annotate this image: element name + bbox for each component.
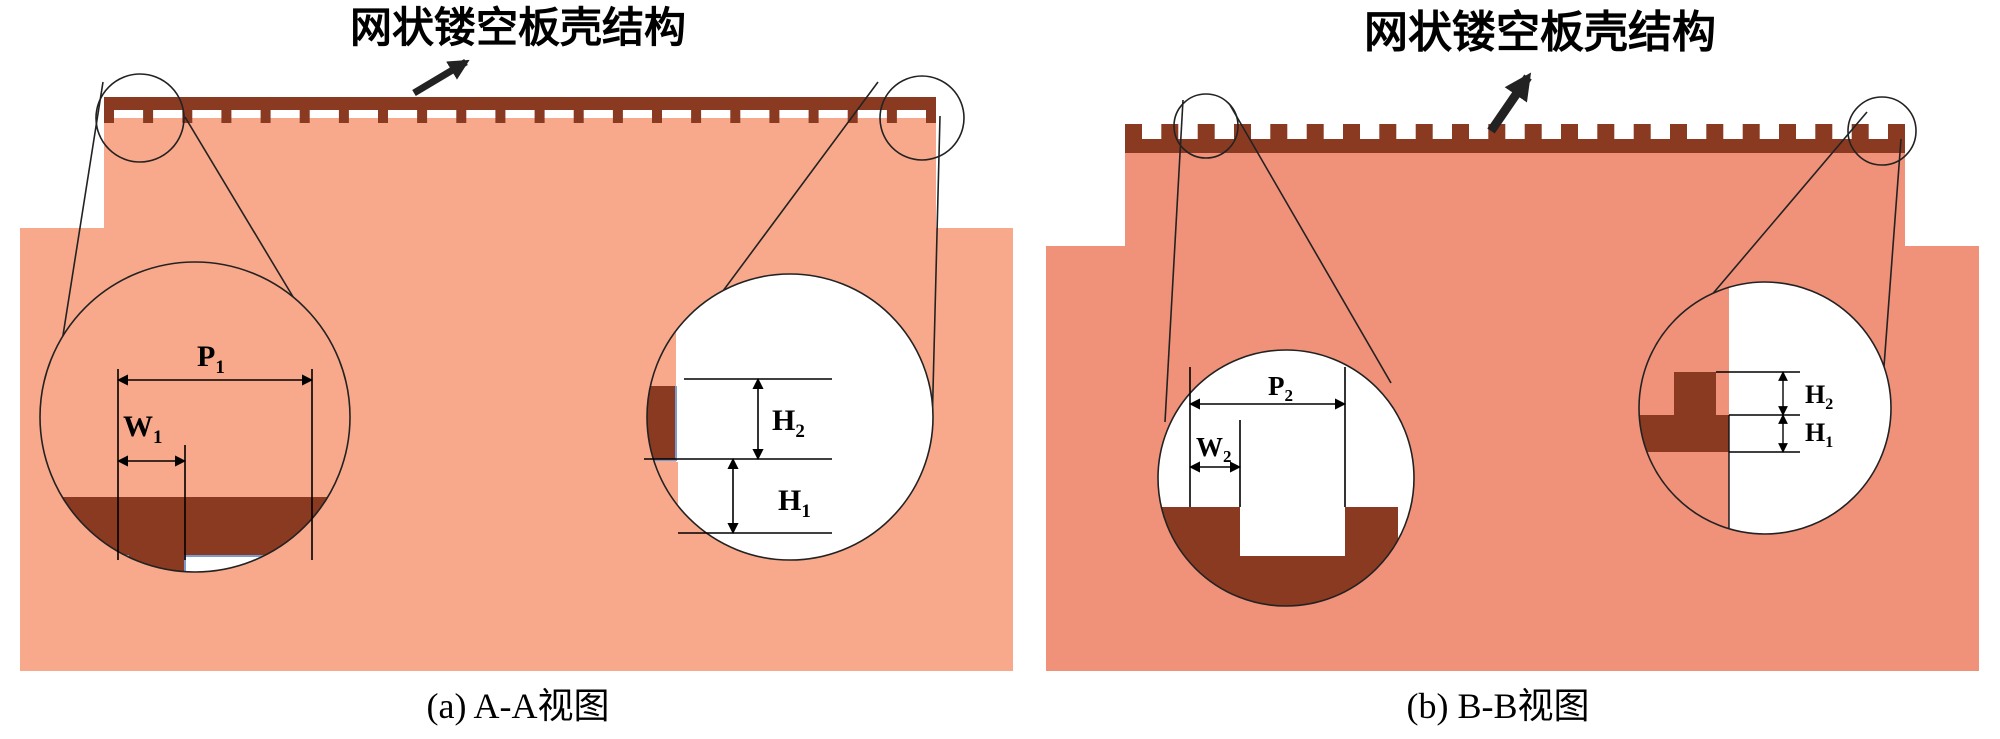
shell-rib xyxy=(769,110,780,123)
shell-rib xyxy=(417,110,428,123)
title-a: 网状镂空板壳结构 xyxy=(350,3,686,52)
shell-rib xyxy=(886,110,897,123)
label-p2: P2 xyxy=(1268,371,1293,405)
shell-rib xyxy=(182,110,193,123)
shell-rib xyxy=(1125,124,1142,140)
shell-rib xyxy=(1888,124,1905,140)
label-w1: W1 xyxy=(123,410,163,448)
small-circle-left-a xyxy=(95,73,185,163)
title-arrow-a xyxy=(412,58,470,97)
label-h2-a: H2 xyxy=(772,404,805,442)
shell-rib xyxy=(1343,124,1360,140)
shell-rib xyxy=(1415,124,1433,140)
shell-rib xyxy=(1670,124,1687,140)
panel-b: P2 W2 H2 H1 网状镂空板壳结 xyxy=(1046,7,1979,726)
shell-rib xyxy=(1779,124,1796,140)
shell-rib xyxy=(1524,124,1542,140)
shell-rib xyxy=(1197,124,1215,140)
small-circle-right-a xyxy=(879,75,965,161)
label-h2-b: H2 xyxy=(1805,380,1833,413)
shell-a xyxy=(104,97,936,123)
shell-rib xyxy=(456,110,467,123)
shell-rib xyxy=(1851,124,1869,140)
shell-b xyxy=(1125,124,1905,153)
shell-rib xyxy=(1270,124,1288,140)
small-circle-left-b xyxy=(1173,93,1239,159)
shell-rib xyxy=(808,110,819,123)
shell-rib xyxy=(299,110,310,123)
title-b: 网状镂空板壳结构 xyxy=(1364,7,1716,58)
shell-rib xyxy=(1706,124,1724,140)
title-arrow-b xyxy=(1487,72,1532,134)
label-p1: P1 xyxy=(197,340,225,378)
shell-rib xyxy=(1742,124,1760,140)
shell-rib xyxy=(1815,124,1833,140)
shell-rib xyxy=(378,110,388,123)
shell-rib xyxy=(260,110,271,123)
shell-rib xyxy=(691,110,702,123)
shell-rib xyxy=(221,110,232,123)
label-w2: W2 xyxy=(1196,432,1232,466)
shell-rib xyxy=(104,110,114,123)
panel-a: P1 W1 xyxy=(20,3,1013,726)
small-circle-right-b xyxy=(1847,96,1917,166)
shell-rib xyxy=(1561,124,1578,140)
shell-rib xyxy=(143,110,154,123)
shell-rib xyxy=(1597,124,1615,140)
label-h1-b: H1 xyxy=(1805,418,1833,451)
shell-rib xyxy=(1452,124,1469,140)
shell-rib xyxy=(1306,124,1324,140)
shell-rib xyxy=(495,110,506,123)
shell-rib xyxy=(612,110,623,123)
label-h1-a: H1 xyxy=(778,484,811,522)
shell-rib xyxy=(1633,124,1651,140)
shell-rib xyxy=(573,110,584,123)
shell-rib xyxy=(534,110,545,123)
shell-rib xyxy=(652,110,662,123)
shell-rib xyxy=(730,110,741,123)
shell-rib xyxy=(338,110,349,123)
shell-rib xyxy=(926,110,936,123)
caption-a: (a) A-A视图 xyxy=(427,686,610,726)
shell-rib xyxy=(1379,124,1397,140)
caption-b: (b) B-B视图 xyxy=(1407,686,1590,726)
